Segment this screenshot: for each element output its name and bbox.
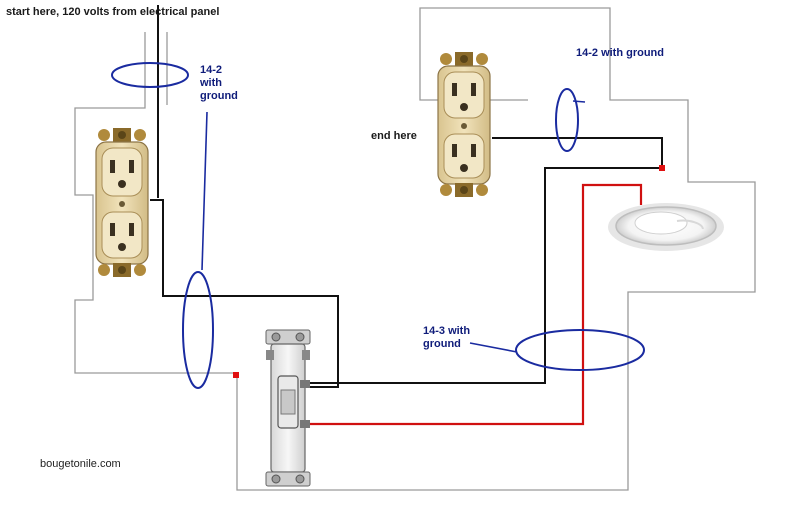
cable-label-left: 14-2 with ground xyxy=(200,64,238,103)
black-wires xyxy=(150,5,663,388)
cable-label-left-line2: with xyxy=(200,77,222,89)
cable-label-left-line1: 14-2 xyxy=(200,64,223,76)
pointer-bottom xyxy=(469,342,518,353)
pointer-right xyxy=(572,100,586,103)
cable-ring-bottom xyxy=(515,329,645,371)
outlet-to-switch-wire xyxy=(150,199,339,388)
cable-label-right: 14-2 with ground xyxy=(576,47,664,59)
cable-label-bottom-line1: 14-3 with xyxy=(423,325,471,337)
toggle-switch-icon xyxy=(265,329,311,487)
pointer-left xyxy=(201,111,208,271)
start-label: start here, 120 volts from electrical pa… xyxy=(6,6,220,18)
watermark: bougetonile.com xyxy=(40,458,121,470)
cable-label-left-line3: ground xyxy=(200,90,238,102)
far-outlet-to-light-wire xyxy=(492,137,663,168)
end-label: end here xyxy=(371,130,417,142)
switch-box-outline xyxy=(236,7,756,491)
cable-ring-top-left xyxy=(111,62,189,88)
terminal-dot-right xyxy=(659,165,665,171)
outlet-box-outline-left xyxy=(74,32,237,374)
pointer-lines xyxy=(201,100,586,353)
cable-rings xyxy=(111,62,645,389)
ceiling-light-icon xyxy=(608,203,724,251)
red-traveler-wire xyxy=(308,183,643,426)
switch-to-far-outlet-wire xyxy=(303,167,662,384)
cable-ring-top-right xyxy=(555,88,579,152)
duplex-outlet-icon xyxy=(437,52,491,197)
duplex-outlet-icon xyxy=(95,128,149,277)
box-outlines xyxy=(74,7,756,491)
terminal-dot-left xyxy=(233,372,239,378)
cable-ring-mid-left xyxy=(182,271,214,389)
cable-label-bottom: 14-3 with ground xyxy=(423,325,470,351)
cable-label-bottom-line2: ground xyxy=(423,338,461,350)
